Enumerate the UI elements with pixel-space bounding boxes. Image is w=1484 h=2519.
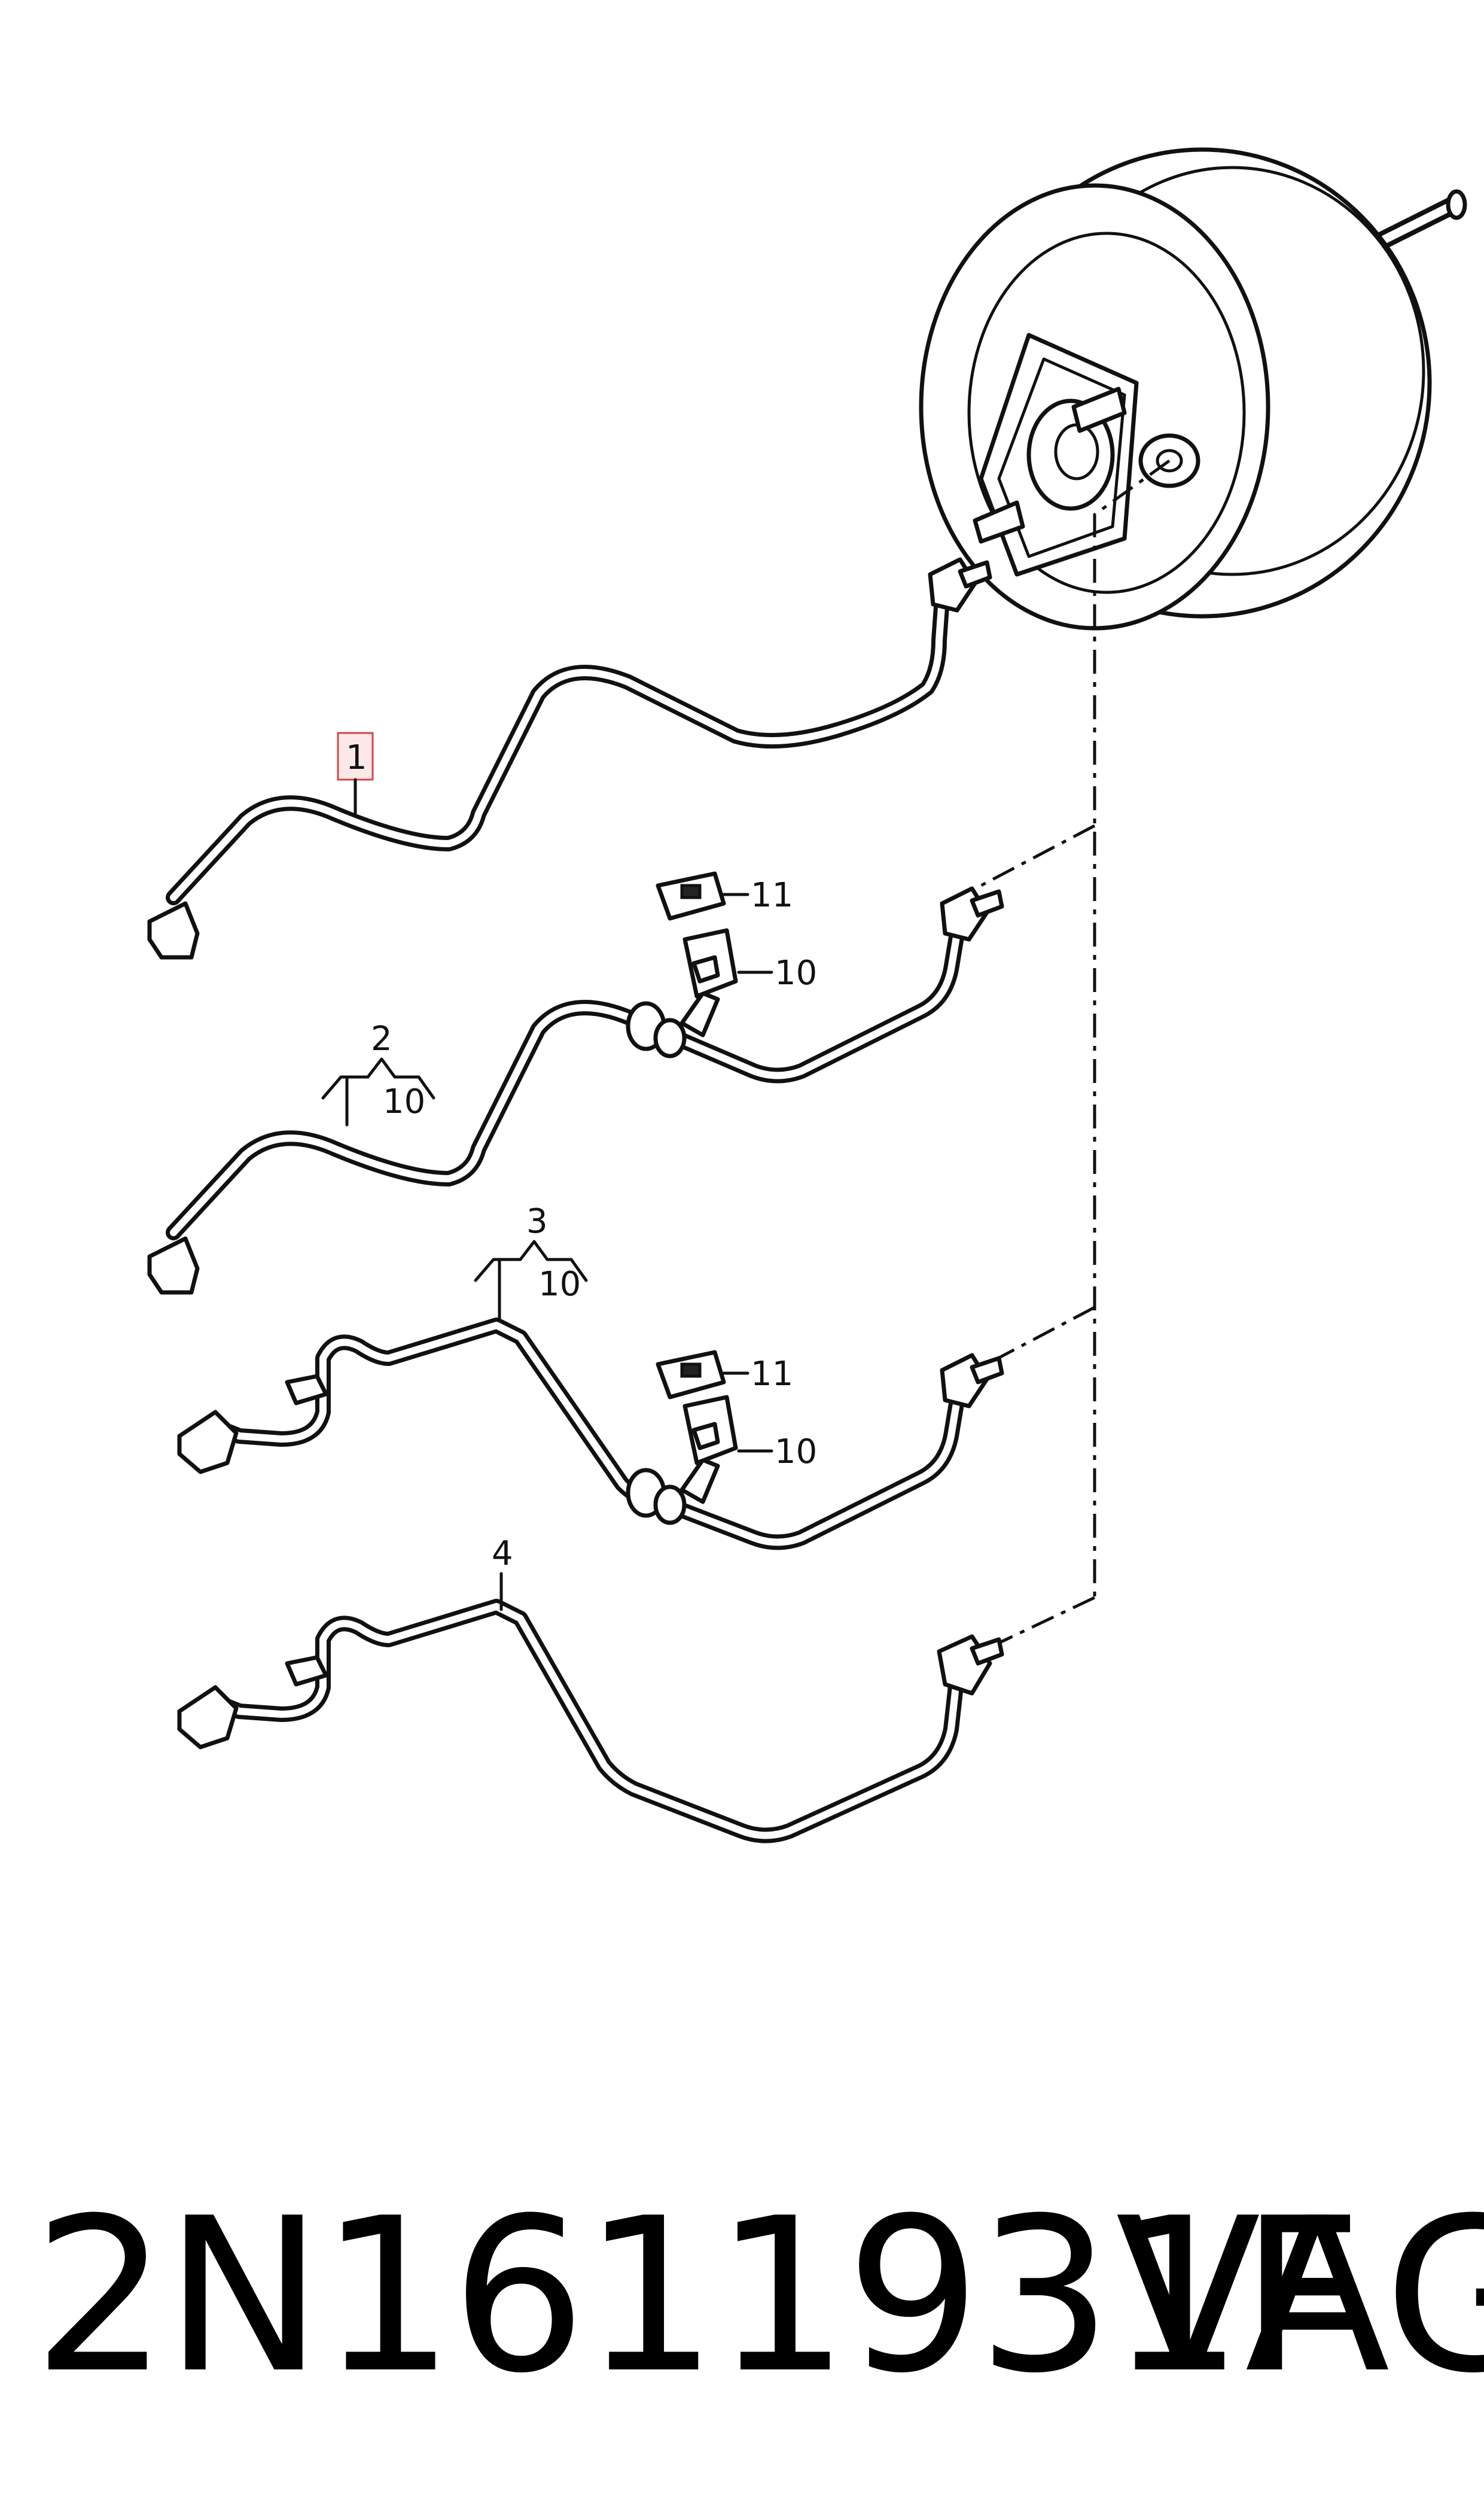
vacuum-hose-exploded-diagram: 1 2 10 11 10 3 10 11 10 4 bbox=[147, 147, 1467, 1843]
callout-bracket bbox=[474, 1240, 588, 1282]
callout-3-sub: 10 bbox=[538, 1265, 581, 1304]
connection-line bbox=[1093, 459, 1171, 1604]
hose-connector bbox=[177, 1685, 239, 1750]
hose-4 bbox=[177, 1599, 1004, 1843]
hose-connector bbox=[147, 1236, 200, 1295]
part-number: 2N1611931F bbox=[33, 2172, 1363, 2420]
callout-1: 1 bbox=[346, 738, 367, 777]
connection-line bbox=[980, 824, 1096, 887]
hose-connector bbox=[177, 1410, 239, 1474]
hose-connector bbox=[147, 901, 200, 960]
callout-10-lower: 10 bbox=[775, 1432, 817, 1471]
callout-bracket bbox=[321, 1057, 435, 1100]
callout-3: 3 bbox=[526, 1202, 548, 1241]
connector-11-lower bbox=[656, 1350, 749, 1400]
hose-3 bbox=[177, 1318, 1004, 1550]
sensor-10-upper bbox=[682, 928, 773, 999]
hose-clip bbox=[285, 1655, 328, 1687]
sensor-10-lower bbox=[682, 1395, 773, 1465]
brand-name: VAG bbox=[1116, 2172, 1484, 2420]
callout-2: 2 bbox=[371, 1020, 392, 1058]
callout-10-upper: 10 bbox=[775, 954, 817, 993]
connector-11-upper bbox=[656, 871, 749, 921]
callout-11-upper: 11 bbox=[751, 876, 793, 915]
hose-clip bbox=[285, 1374, 328, 1405]
callout-4: 4 bbox=[492, 1534, 513, 1573]
hose-1 bbox=[147, 557, 992, 960]
brake-booster bbox=[919, 147, 1467, 631]
hose-2 bbox=[147, 886, 1004, 1295]
callout-11-lower: 11 bbox=[751, 1355, 793, 1394]
callout-2-sub: 10 bbox=[383, 1082, 425, 1121]
